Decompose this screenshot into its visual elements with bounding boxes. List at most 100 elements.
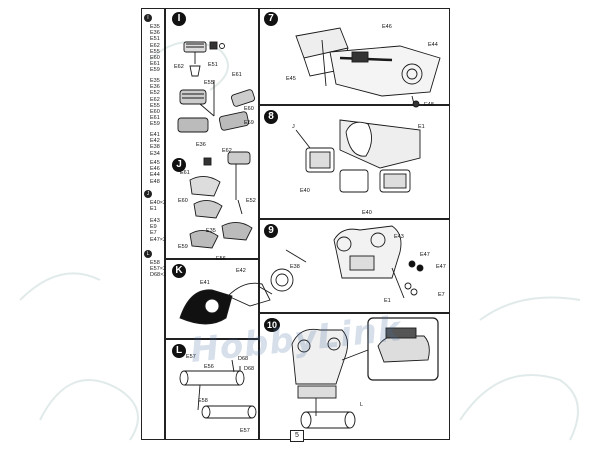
checklist-part: E34 xyxy=(150,150,160,157)
part-label: E48 xyxy=(424,102,434,108)
checklist-part: E59 xyxy=(150,67,160,74)
step-badge-10: 10 xyxy=(264,318,280,332)
part-label: E45 xyxy=(286,76,296,82)
checklist-part: E40×2 xyxy=(150,200,167,206)
checklist-part: E47×2 xyxy=(150,236,167,243)
step-badge-k: K xyxy=(172,264,186,278)
part-label: L xyxy=(360,402,364,408)
checklist-part: E9 xyxy=(150,224,157,231)
checklist-part: E41 xyxy=(150,132,160,138)
column-divider xyxy=(258,8,260,440)
checklist-step-l: L xyxy=(144,250,152,258)
part-label: E57 xyxy=(240,428,250,434)
step-l-oil-cooler xyxy=(179,359,257,419)
step-badge-8: 8 xyxy=(264,110,278,124)
part-label: E59 xyxy=(178,244,188,250)
part-label: E56 xyxy=(204,364,214,370)
parts-checklist: I E35 E36 E51 E62 E55 E60 E61 E59 E35 E3… xyxy=(144,14,166,438)
checklist-part: E42 xyxy=(150,138,160,145)
checklist-group-6: E43 E9 E7 E47×2 xyxy=(150,218,168,243)
checklist-part: E59 xyxy=(150,121,160,128)
part-label: E57 xyxy=(186,354,196,360)
part-label: E40 xyxy=(362,210,372,216)
part-label: E60 xyxy=(244,106,254,112)
part-label: E62 xyxy=(222,148,232,154)
part-label: D68 xyxy=(244,366,255,372)
checklist-part: E43 xyxy=(150,218,160,224)
step-7-crankcase xyxy=(295,27,441,108)
checklist-part: E62 xyxy=(150,42,160,49)
checklist-part: E58 xyxy=(150,260,160,266)
step-badge-9: 9 xyxy=(264,224,278,238)
part-label: E46 xyxy=(382,24,392,30)
part-label: E38 xyxy=(290,264,300,270)
part-label: E1 xyxy=(418,124,425,130)
part-label: E47 xyxy=(420,252,430,258)
checklist-part: E61 xyxy=(150,61,160,68)
checklist-part: E55 xyxy=(150,102,160,109)
row-divider-2 xyxy=(258,218,450,220)
checklist-part: E7 xyxy=(150,230,157,237)
checklist-part: E36 xyxy=(150,30,160,37)
row-divider-3 xyxy=(258,312,450,314)
checklist-group-5: E40×2 E1 xyxy=(150,200,168,212)
step-9-engine-assembly xyxy=(285,225,424,299)
page-number: 5 xyxy=(290,430,304,442)
step-badge-l: L xyxy=(172,344,186,358)
step-10-final-engine xyxy=(291,317,439,429)
checklist-part: E46 xyxy=(150,166,160,173)
step-8-engine-block xyxy=(295,119,421,193)
checklist-step-j: J xyxy=(144,190,152,198)
part-label: E1 xyxy=(384,298,391,304)
part-label: E52 xyxy=(246,198,256,204)
checklist-part: E44 xyxy=(150,172,160,179)
step-badge-i: I xyxy=(172,12,186,26)
part-label: E47 xyxy=(436,264,446,270)
part-label: E40 xyxy=(300,188,310,194)
step-k-fan-shroud xyxy=(179,268,294,325)
part-label: E58 xyxy=(198,398,208,404)
part-label: D68 xyxy=(238,356,249,362)
part-label: E42 xyxy=(236,268,246,274)
checklist-group-3: E41 E42 E38 E34 xyxy=(150,132,168,157)
checklist-part: D68×2 xyxy=(150,272,167,279)
step-i-cylinder-heads xyxy=(177,41,255,133)
part-label: E60 xyxy=(178,198,188,204)
checklist-part: E45 xyxy=(150,160,160,166)
checklist-part: E51 xyxy=(150,36,160,43)
checklist-part: E52 xyxy=(150,90,160,97)
part-label: E7 xyxy=(438,292,445,298)
checklist-group-2: E35 E36 E52 E62 E55 E60 E61 E59 xyxy=(150,78,168,128)
checklist-part: E62 xyxy=(150,96,160,103)
part-label: E61 xyxy=(232,72,242,78)
part-label: E51 xyxy=(208,62,218,68)
step-j-cylinder-heads xyxy=(189,151,253,249)
step-badge-j: J xyxy=(172,158,186,172)
row-divider-left-2 xyxy=(164,338,258,340)
sidebar-divider xyxy=(164,8,166,440)
checklist-part: E1 xyxy=(150,206,157,213)
checklist-step-i: I xyxy=(144,14,152,22)
checklist-part: E60 xyxy=(150,55,160,62)
part-label: E55 xyxy=(204,80,214,86)
checklist-part: E35 xyxy=(150,78,160,84)
part-label: E36 xyxy=(196,142,206,148)
part-label: J xyxy=(292,124,295,130)
row-divider-1 xyxy=(258,104,450,106)
part-label: E62 xyxy=(174,64,184,70)
checklist-part: E60 xyxy=(150,109,160,116)
part-label: E56 xyxy=(216,256,226,262)
row-divider-left-1 xyxy=(164,258,258,260)
part-label: E41 xyxy=(200,280,210,286)
checklist-part: E38 xyxy=(150,144,160,151)
checklist-part: E36 xyxy=(150,84,160,91)
checklist-part: E35 xyxy=(150,24,160,30)
checklist-group-7: E58 E57×2 D68×2 xyxy=(150,260,168,279)
checklist-group-4: E45 E46 E44 E48 xyxy=(150,160,168,185)
part-label: E43 xyxy=(394,234,404,240)
part-label: E44 xyxy=(428,42,438,48)
checklist-part: E55 xyxy=(150,48,160,55)
